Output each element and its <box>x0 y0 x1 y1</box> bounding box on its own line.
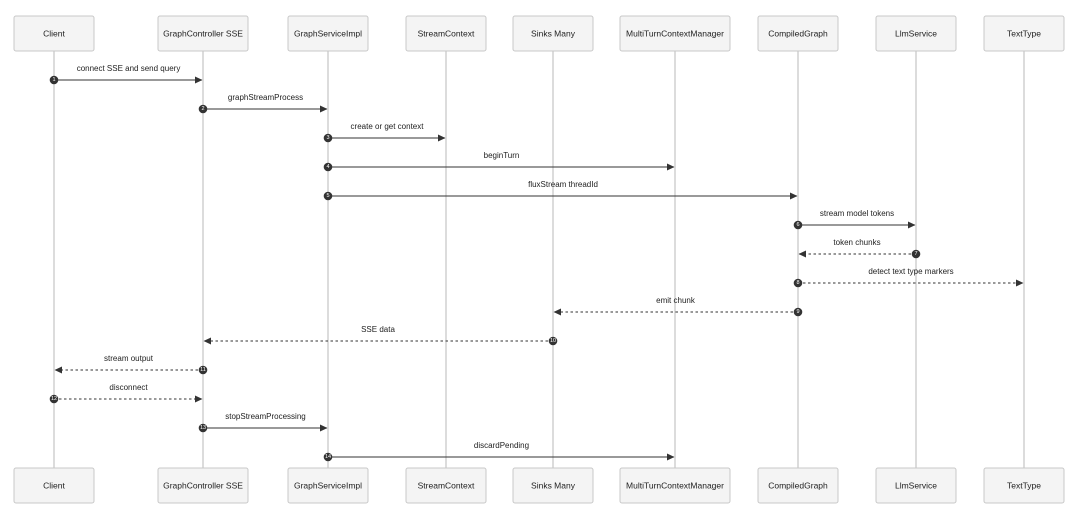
participant-box-multiturn-top <box>619 15 731 52</box>
sequence-number-6: 6 <box>796 222 799 228</box>
participant-label-texttype-top: TextType <box>1007 28 1041 38</box>
sequence-number-badge-12 <box>49 394 59 404</box>
sequence-number-1: 1 <box>52 77 55 83</box>
participants-top: Client GraphController SSE GraphServiceImp… <box>13 15 1065 52</box>
participant-box-controller-bottom <box>157 467 249 504</box>
participant-box-texttype-bottom <box>983 467 1065 504</box>
message-label-6: stream model tokens <box>820 209 894 218</box>
sequence-number-11: 11 <box>200 367 206 373</box>
sequence-number-2: 2 <box>201 106 204 112</box>
participant-box-sinks-top <box>512 15 594 52</box>
participant-label-sinks-bottom: Sinks Many <box>531 480 576 490</box>
sequence-number-badge-7 <box>911 249 921 259</box>
messages: connect SSE and send query 1 graphStreamPr… <box>49 64 1024 462</box>
participant-label-texttype-bottom: TextType <box>1007 480 1041 490</box>
participant-box-service-bottom <box>287 467 369 504</box>
message-label-1: connect SSE and send query <box>77 64 181 73</box>
participant-label-controller-bottom: GraphController SSE <box>163 480 243 490</box>
sequence-number-badge-5 <box>323 191 333 201</box>
participant-label-service-top: GraphServiceImpl <box>294 28 362 38</box>
participant-label-llm-top: LlmService <box>895 28 937 38</box>
sequence-number-badge-3 <box>323 133 333 143</box>
lifelines <box>53 51 1025 468</box>
message-label-11: stream output <box>104 354 154 363</box>
participant-box-multiturn-bottom <box>619 467 731 504</box>
participant-box-service-top <box>287 15 369 52</box>
sequence-number-badge-6 <box>793 220 803 230</box>
message-label-3: create or get context <box>351 122 425 131</box>
sequence-number-badge-13 <box>198 423 208 433</box>
participant-box-texttype-top <box>983 15 1065 52</box>
participant-box-stream-top <box>405 15 487 52</box>
message-label-13: stopStreamProcessing <box>225 412 305 421</box>
sequence-number-badge-14 <box>323 452 333 462</box>
sequence-number-7: 7 <box>914 251 917 257</box>
message-label-7: token chunks <box>833 238 880 247</box>
sequence-number-badge-10 <box>548 336 558 346</box>
participant-box-stream-bottom <box>405 467 487 504</box>
participant-label-multiturn-bottom: MultiTurnContextManager <box>626 480 724 490</box>
message-label-5: fluxStream threadId <box>528 180 598 189</box>
participant-box-client-top <box>13 15 95 52</box>
participant-box-controller-top <box>157 15 249 52</box>
participant-label-controller-top: GraphController SSE <box>163 28 243 38</box>
sequence-number-9: 9 <box>796 309 799 315</box>
participant-box-llm-bottom <box>875 467 957 504</box>
sequence-number-badge-4 <box>323 162 333 172</box>
participant-box-sinks-bottom <box>512 467 594 504</box>
sequence-number-4: 4 <box>326 164 329 170</box>
participant-label-compiled-bottom: CompiledGraph <box>768 480 828 490</box>
sequence-number-13: 13 <box>200 425 206 431</box>
sequence-number-badge-8 <box>793 278 803 288</box>
participant-label-client-top: Client <box>43 28 65 38</box>
sequence-number-14: 14 <box>325 454 331 460</box>
participant-label-service-bottom: GraphServiceImpl <box>294 480 362 490</box>
participant-label-llm-bottom: LlmService <box>895 480 937 490</box>
message-label-12: disconnect <box>109 383 148 392</box>
message-label-8: detect text type markers <box>868 267 953 276</box>
sequence-number-12: 12 <box>51 396 57 402</box>
message-label-4: beginTurn <box>484 151 520 160</box>
sequence-number-badge-2 <box>198 104 208 114</box>
sequence-number-3: 3 <box>326 135 329 141</box>
sequence-number-10: 10 <box>550 338 556 344</box>
sequence-number-5: 5 <box>326 193 329 199</box>
participant-label-sinks-top: Sinks Many <box>531 28 576 38</box>
participant-label-stream-top: StreamContext <box>418 28 475 38</box>
participant-label-multiturn-top: MultiTurnContextManager <box>626 28 724 38</box>
participant-label-compiled-top: CompiledGraph <box>768 28 828 38</box>
message-label-2: graphStreamProcess <box>228 93 303 102</box>
sequence-number-badge-9 <box>793 307 803 317</box>
participant-box-client-bottom <box>13 467 95 504</box>
sequence-number-badge-11 <box>198 365 208 375</box>
participant-label-stream-bottom: StreamContext <box>418 480 475 490</box>
sequence-number-badge-1 <box>49 75 59 85</box>
participants-bottom: Client GraphController SSE GraphServiceImp… <box>13 467 1065 504</box>
message-label-9: emit chunk <box>656 296 696 305</box>
sequence-number-8: 8 <box>796 280 799 286</box>
participant-box-compiled-top <box>757 15 839 52</box>
participant-box-llm-top <box>875 15 957 52</box>
participant-box-compiled-bottom <box>757 467 839 504</box>
participant-label-client-bottom: Client <box>43 480 65 490</box>
message-label-14: discardPending <box>474 441 529 450</box>
message-label-10: SSE data <box>361 325 395 334</box>
